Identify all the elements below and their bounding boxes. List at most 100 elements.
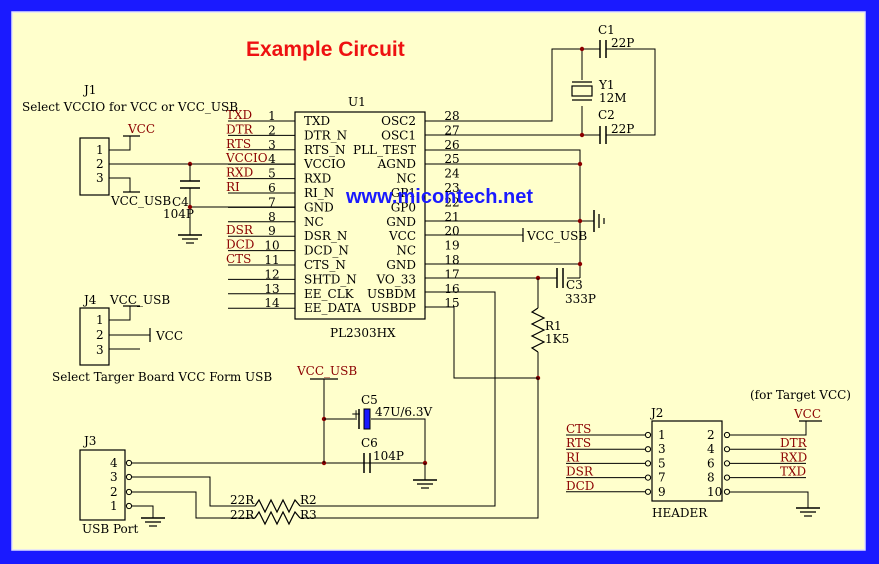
j4-net-vcc-usb: VCC_USB [109,293,170,307]
u1-pin-name: EE_DATA [304,301,361,315]
c4-ref: C4 [172,195,189,209]
j2-part: HEADER [652,506,708,520]
u1-pin-number: 13 [264,282,279,296]
j2-net-label: DTR [780,436,808,450]
j2-pin-number: 7 [658,471,666,485]
net-label: TXD [226,108,252,122]
resistors-r2-r3: 22R R2 22R R3 [230,493,317,526]
u1-pin-number: 20 [444,224,459,238]
u1-pin-name: SHTD_N [304,272,357,286]
j3-pin-4: 4 [110,456,118,470]
r3-value: 22R [230,508,255,522]
j2-pin-number: 9 [658,485,666,499]
u1-pin-name: RI_N [304,186,334,200]
j2-ref: J2 [649,406,663,420]
u1-pin-number: 19 [444,239,459,253]
u1-pin-number: 24 [444,167,460,181]
j4-pin-2: 2 [96,328,104,342]
j2-pin-number: 10 [707,485,722,499]
c5-ref: C5 [361,393,378,407]
u1-pin-name: GND [304,200,334,214]
j1-net-vcc-usb: VCC_USB [110,194,171,208]
u1-pin-number: 11 [264,253,279,267]
j2-pin-number: 4 [707,442,715,456]
r1-value: 1K5 [545,332,569,346]
j4-pin-1: 1 [96,313,104,327]
u1-pin-name: VO_33 [375,272,416,286]
j3-desc: USB Port [82,522,139,536]
u1-pin-name: VCCIO [303,157,346,171]
r2-ref: R2 [300,493,317,507]
j2-pin-number: 1 [658,428,666,442]
j3-pin-1: 1 [110,499,118,513]
u1-pin-name: RXD [304,172,331,186]
u1-pin-name: USBDP [371,301,416,315]
r3-ref: R3 [300,508,317,522]
u1-pin-number: 3 [268,138,276,152]
c5-value: 47U/6.3V [375,405,433,419]
u1-pin-name: VCC [388,229,416,243]
j2-pin-terminal [644,446,652,453]
net-label: RTS [226,137,251,151]
u1-pin-name: GND [386,258,416,272]
j2-note: (for Target VCC) [750,388,851,402]
j2-pin-number: 8 [707,471,715,485]
j4-ref: J4 [82,293,97,307]
u1-pin-number: 18 [444,253,459,267]
u1-pin-name: EE_CLK [304,287,355,301]
u1-pin-name: NC [396,244,416,258]
u1-pin-name: DCD_N [304,244,349,258]
connector-j2: (for Target VCC) J2 HEADER 1CTS3RTS5RI7D… [566,388,851,520]
u1-pin-number: 4 [268,152,276,166]
c3-ref: C3 [566,278,583,292]
j2-pin-number: 6 [707,456,715,470]
j3-ref: J3 [82,434,96,448]
j2-net-label: RXD [780,450,807,464]
u1-pin-name: CTS_N [304,258,346,272]
u1-pin-name: GP0 [391,200,416,214]
crystal-section: C1 22P C2 22P Y1 12M [425,23,656,144]
j4-pin-3: 3 [96,343,104,357]
j2-pin-terminal [723,431,731,439]
u1-pin-name: NC [304,215,324,229]
u1-pin-number: 9 [268,224,276,238]
u1-pin-number: 26 [444,138,459,152]
u1-pin-number: 5 [268,167,276,181]
capacitors-c5-c6: VCC_USB + C5 47U/6.3V C6 104P [296,364,437,489]
c1-value: 22P [611,36,634,50]
connector-j4: J4 VCC_USB 1 2 3 VCC Select Targer Board… [52,293,272,384]
u1-part: PL2303HX [330,326,396,340]
u1-pin-number: 23 [444,181,459,195]
r1-ref: R1 [545,319,562,333]
j2-pin-terminal [723,488,731,495]
c1-ref: C1 [598,23,615,37]
net-label: DTR [226,122,254,136]
j2-net-label: RTS [566,436,591,450]
j2-pin-terminal [723,474,731,481]
c2-ref: C2 [598,108,615,122]
j2-net-label: CTS [566,422,591,436]
net-label: CTS [226,252,251,266]
u1-pin-name: GND [386,215,416,229]
u1-pin-number: 14 [264,296,280,310]
connector-j3: J3 4 3 2 1 USB Port [79,434,425,536]
u1-pin-number: 6 [268,181,276,195]
u1-pin-number: 17 [444,267,459,281]
j1-desc: Select VCCIO for VCC or VCC_USB [22,100,238,114]
j2-pin-number: 3 [658,442,666,456]
j2-net-label: TXD [780,465,806,479]
u1-pin-name: OSC1 [381,128,416,142]
connector-j1: J1 Select VCCIO for VCC or VCC_USB 1 2 3… [22,83,295,208]
u1-ref: U1 [348,95,366,109]
capacitor-c4: C4 104P [163,164,295,244]
y1-ref: Y1 [598,78,615,92]
j1-pin-3: 3 [96,171,104,185]
c6-value: 104P [373,449,404,463]
u1-pin-number: 22 [444,195,459,209]
u1-pin-number: 8 [268,210,276,224]
j2-pin-terminal [644,460,652,467]
j1-pin-1: 1 [96,143,104,157]
u1-pin-name: AGND [377,157,416,171]
j2-net-label: RI [566,450,580,464]
